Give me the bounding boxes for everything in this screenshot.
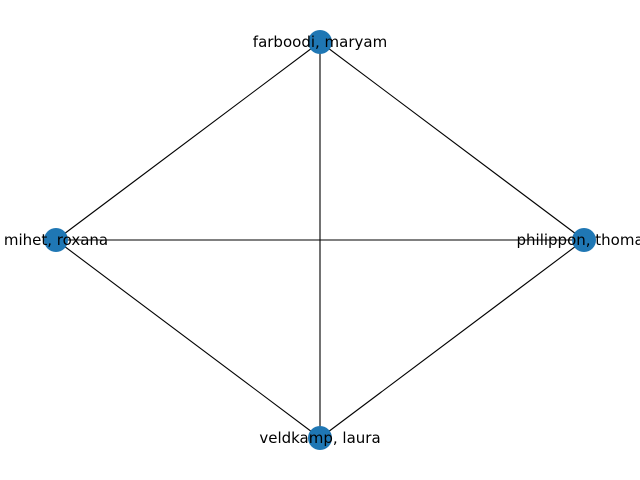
node-mihet: [44, 228, 68, 252]
node-label-mihet: mihet, roxana: [4, 231, 108, 249]
edge-farboodi-philippon: [319, 41, 585, 241]
nodes-layer: [44, 30, 596, 450]
node-label-farboodi: farboodi, maryam: [253, 33, 387, 51]
node-label-veldkamp: veldkamp, laura: [259, 429, 380, 447]
node-philippon: [572, 228, 596, 252]
node-label-philippon: philippon, thomas: [517, 231, 640, 249]
node-veldkamp: [308, 426, 332, 450]
edge-mihet-veldkamp: [55, 239, 321, 439]
labels-layer: farboodi, maryam mihet, roxana philippon, …: [4, 33, 640, 447]
edge-farboodi-mihet: [55, 41, 321, 241]
edge-philippon-veldkamp: [319, 239, 585, 439]
edges-layer: [55, 41, 585, 439]
node-farboodi: [308, 30, 332, 54]
